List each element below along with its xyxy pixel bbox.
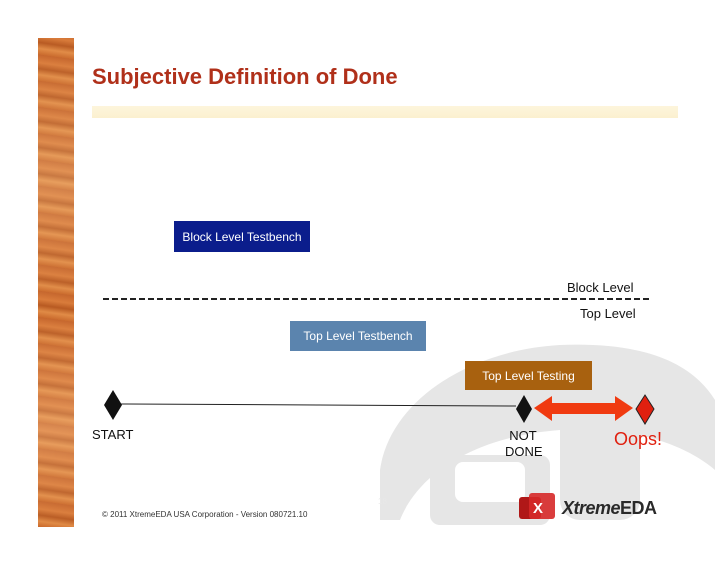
title-underline-bar [92,106,678,118]
not-done-label-line1: NOT [509,428,537,443]
top-level-testing-box: Top Level Testing [465,361,592,390]
slide-title: Subjective Definition of Done [92,64,398,89]
oops-diamond-marker [635,394,655,425]
company-logo: XtremeEDA [518,490,668,526]
timeline-line [120,403,517,407]
page-number: 18 [378,497,387,506]
decorative-wood-strip [38,38,74,527]
logo-text-part1: Xtreme [562,497,621,518]
footer-copyright: © 2011 XtremeEDA USA Corporation - Versi… [102,510,308,519]
not-done-diamond-marker [516,395,532,423]
block-level-label: Block Level [567,280,634,295]
logo-text-part2: EDA [620,497,657,518]
top-level-testbench-box: Top Level Testbench [290,321,426,351]
start-diamond-marker [104,390,122,420]
not-done-label: NOT DONE [505,428,543,460]
svg-text:X: X [533,500,543,517]
gap-double-arrow [534,396,633,421]
block-level-testbench-box: Block Level Testbench [174,221,310,252]
start-label: START [92,427,134,442]
top-level-label: Top Level [580,306,636,321]
oops-label: Oops! [614,429,663,449]
logo-mark-icon: X [519,493,555,519]
company-logo-text: XtremeEDA [562,498,657,519]
not-done-label-line2: DONE [505,444,543,459]
